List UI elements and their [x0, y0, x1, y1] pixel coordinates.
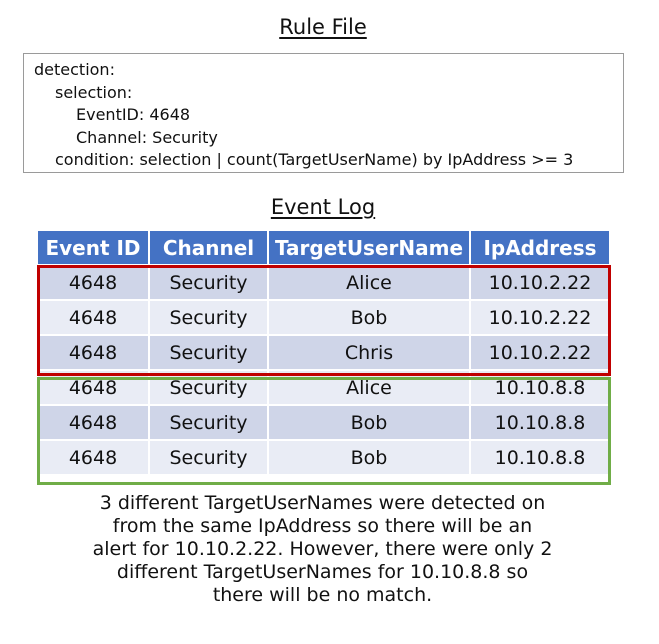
cell-ip-address: 10.10.8.8 [469, 439, 611, 476]
cell-target-user-name: Alice [267, 369, 471, 406]
cell-target-user-name: Chris [267, 334, 471, 371]
cell-ip-address: 10.10.2.22 [469, 299, 611, 336]
rule-line-eventid: EventID: 4648 [76, 105, 191, 124]
cell-channel: Security [148, 299, 269, 336]
table-row: 4648 Security Chris 10.10.2.22 [36, 334, 611, 371]
explanation-line: 3 different TargetUserNames were detecte… [99, 492, 546, 514]
table-header-row: Event ID Channel TargetUserName IpAddres… [36, 229, 611, 266]
table-row: 4648 Security Bob 10.10.2.22 [36, 299, 611, 336]
cell-target-user-name: Bob [267, 299, 471, 336]
event-log-title: Event Log [270, 195, 376, 219]
cell-event-id: 4648 [36, 404, 150, 441]
cell-channel: Security [148, 369, 269, 406]
rule-file-title: Rule File [279, 15, 367, 39]
cell-channel: Security [148, 404, 269, 441]
explanation-text: 3 different TargetUserNames were detecte… [60, 492, 585, 607]
table-row: 4648 Security Bob 10.10.8.8 [36, 404, 611, 441]
cell-ip-address: 10.10.8.8 [469, 404, 611, 441]
table-row: 4648 Security Alice 10.10.8.8 [36, 369, 611, 406]
rule-line-channel: Channel: Security [76, 127, 218, 147]
cell-event-id: 4648 [36, 334, 150, 371]
explanation-line: from the same IpAddress so there will be… [112, 515, 533, 537]
cell-ip-address: 10.10.2.22 [469, 264, 611, 301]
rule-line-detection: detection: [34, 60, 115, 79]
cell-target-user-name: Bob [267, 439, 471, 476]
rule-file-box: detection: selection: EventID: 4648 Chan… [23, 53, 624, 173]
cell-event-id: 4648 [36, 439, 150, 476]
cell-event-id: 4648 [36, 299, 150, 336]
rule-line-selection: selection: [55, 82, 133, 102]
event-log-table: Event ID Channel TargetUserName IpAddres… [36, 229, 611, 476]
cell-event-id: 4648 [36, 264, 150, 301]
header-event-id: Event ID [36, 229, 150, 266]
explanation-line: alert for 10.10.2.22. However, there wer… [92, 538, 553, 560]
header-target-user-name: TargetUserName [267, 229, 471, 266]
explanation-line: different TargetUserNames for 10.10.8.8 … [116, 561, 529, 583]
rule-line-condition: condition: selection | count(TargetUserN… [55, 150, 574, 169]
cell-target-user-name: Bob [267, 404, 471, 441]
cell-event-id: 4648 [36, 369, 150, 406]
cell-ip-address: 10.10.2.22 [469, 334, 611, 371]
table-row: 4648 Security Alice 10.10.2.22 [36, 264, 611, 301]
cell-target-user-name: Alice [267, 264, 471, 301]
cell-channel: Security [148, 439, 269, 476]
cell-channel: Security [148, 264, 269, 301]
header-channel: Channel [148, 229, 269, 266]
cell-ip-address: 10.10.8.8 [469, 369, 611, 406]
table-row: 4648 Security Bob 10.10.8.8 [36, 439, 611, 476]
cell-channel: Security [148, 334, 269, 371]
explanation-line: there will be no match. [212, 584, 433, 606]
header-ip-address: IpAddress [469, 229, 611, 266]
